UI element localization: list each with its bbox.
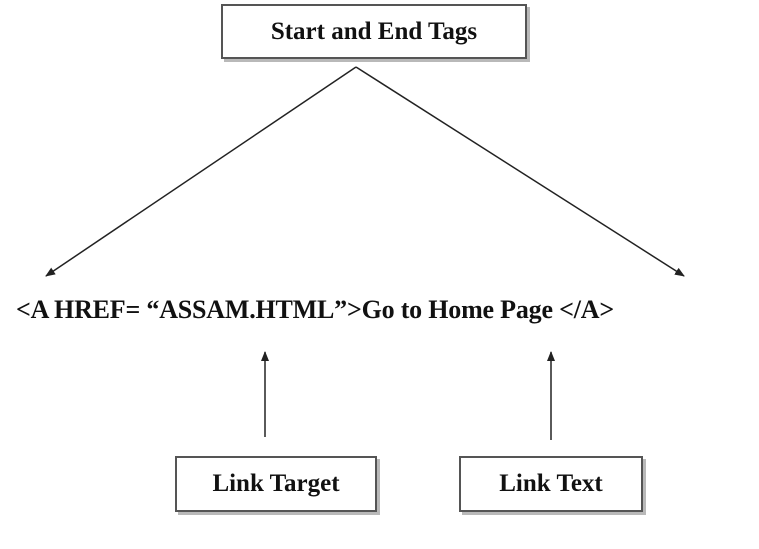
arrow-to-start-tag (45, 66, 357, 277)
link-text-label: Link Text (499, 470, 603, 497)
link-target-label: Link Target (212, 470, 340, 497)
start-end-tags-label: Start and End Tags (270, 17, 478, 45)
link-text-box: Link Text (459, 456, 643, 512)
arrow-to-end-tag (355, 66, 685, 277)
anchor-tag-code: <A HREF= “ASSAM.HTML”>Go to Home Page </… (16, 295, 614, 324)
link-target-box: Link Target (175, 456, 377, 512)
start-end-tags-box: Start and End Tags (221, 4, 527, 59)
